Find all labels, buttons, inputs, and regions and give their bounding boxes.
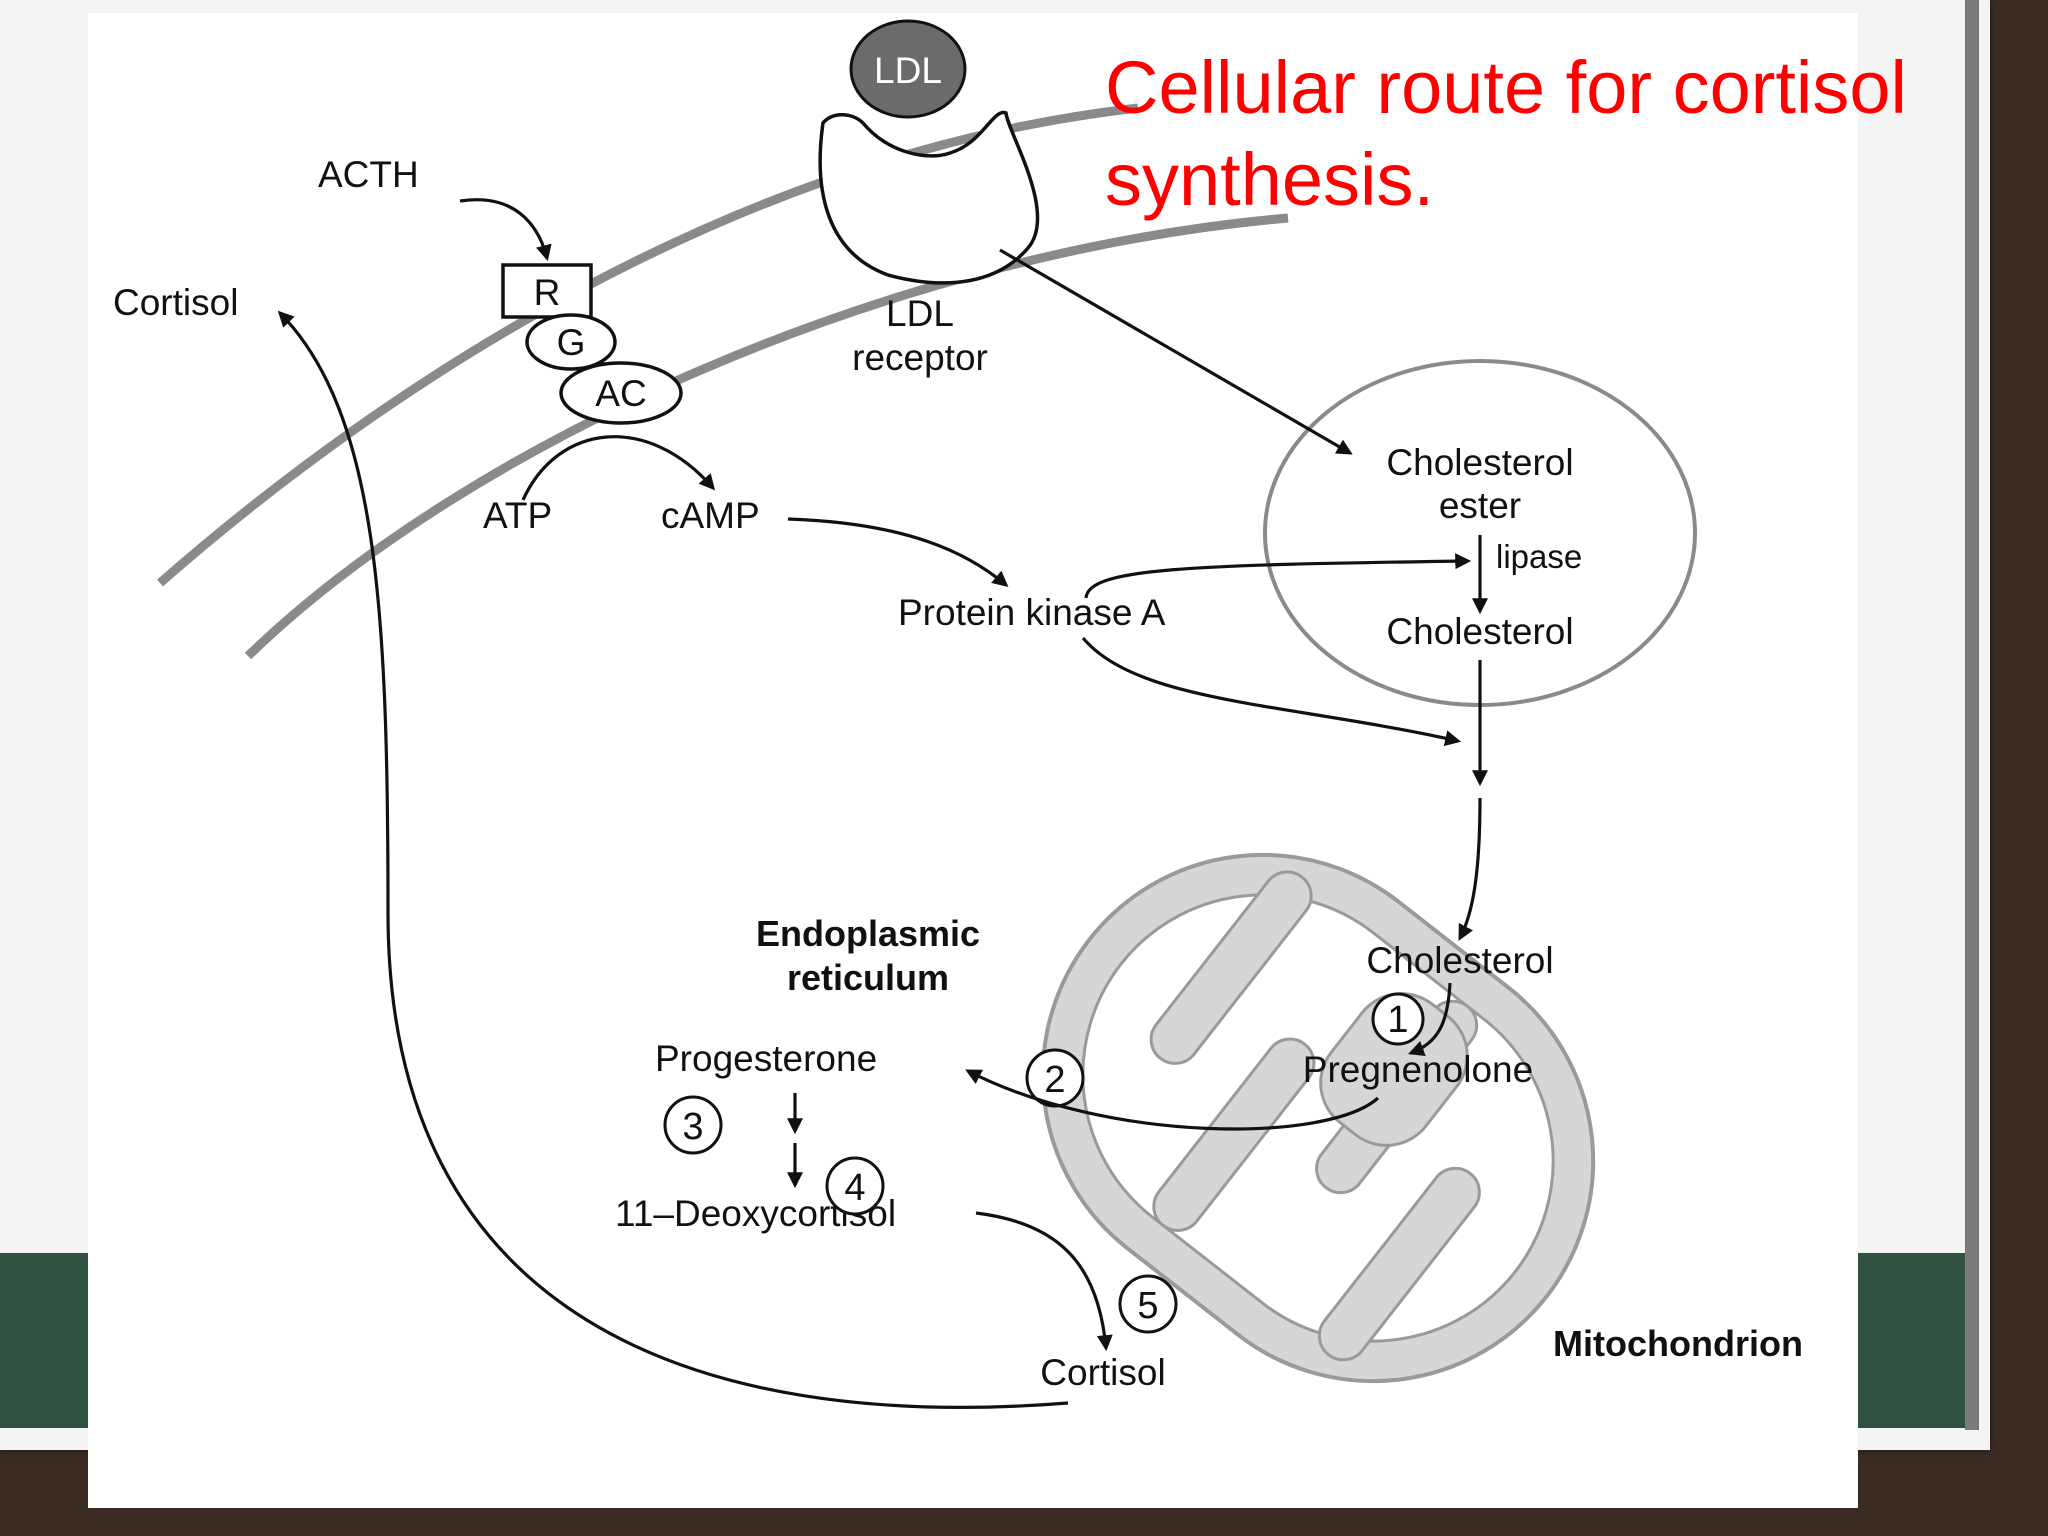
lipid-droplet	[1263, 359, 1697, 707]
ldl-particle	[849, 19, 967, 119]
arrow-step2-pregnenolone-to-progesterone	[965, 1069, 1380, 1131]
g-protein	[525, 313, 617, 371]
pregnenolone-label: Pregnenolone	[1303, 1049, 1533, 1090]
mitochondrion	[1040, 852, 1596, 1384]
step-2-number: 2	[1044, 1059, 1065, 1101]
step-5-number: 5	[1137, 1285, 1158, 1327]
step-4-circle	[825, 1156, 885, 1216]
cell-membrane-inner	[244, 213, 1289, 660]
slide-title: Cellular route for cortisol synthesis.	[1105, 46, 1907, 221]
adenylate-cyclase	[559, 361, 683, 425]
acth-receptor-box	[501, 263, 593, 319]
ldl-receptor-shape	[818, 110, 1040, 285]
arrow-pka-to-transport	[1081, 636, 1462, 747]
ldl-receptor-label-line2: receptor	[852, 337, 988, 378]
step-3-circle	[663, 1095, 723, 1155]
cholesterol-ester-label-line1: Cholesterol	[1386, 442, 1573, 483]
step-1-number: 1	[1387, 999, 1408, 1041]
cholesterol-ester-label-line2: ester	[1439, 485, 1521, 526]
slide-card-edge	[1965, 0, 1979, 1430]
arrow-camp-to-pka	[787, 517, 1009, 588]
step-4-number: 4	[844, 1167, 865, 1209]
acth-label: ACTH	[318, 154, 419, 195]
cortisol-secreted-label: Cortisol	[113, 282, 238, 323]
acth-receptor-label: R	[534, 272, 561, 313]
er-label-line2: reticulum	[787, 957, 949, 998]
arrow-cortisol-secretion	[277, 310, 1069, 1409]
step-1-circle	[1371, 992, 1425, 1046]
arrow-acth-to-receptor	[459, 198, 552, 262]
ldl-receptor-label-line1: LDL	[886, 293, 954, 334]
adenylate-cyclase-label: AC	[595, 373, 646, 414]
protein-kinase-a-label: Protein kinase A	[898, 592, 1166, 633]
ldl-particle-label: LDL	[874, 50, 942, 91]
cholesterol-droplet-label: Cholesterol	[1386, 611, 1573, 652]
step-3-number: 3	[682, 1106, 703, 1148]
diagram-panel: LDL R G AC ACTH Cortisol LDL receptor AT…	[88, 13, 1858, 1508]
step-5-circle	[1118, 1274, 1178, 1334]
g-protein-label: G	[557, 322, 586, 363]
er-label-line1: Endoplasmic	[756, 913, 980, 954]
cortisol-mito-label: Cortisol	[1040, 1352, 1165, 1393]
lipase-label: lipase	[1496, 538, 1582, 575]
progesterone-label: Progesterone	[655, 1038, 877, 1079]
arrow-cytosol-to-mito-cholesterol	[1458, 797, 1482, 941]
arrow-ldl-to-cholesterol-ester	[999, 248, 1353, 455]
camp-label: cAMP	[661, 495, 760, 536]
mitochondrion-label: Mitochondrion	[1553, 1323, 1803, 1364]
atp-label: ATP	[483, 495, 552, 536]
cortisol-pathway-diagram: LDL R G AC ACTH Cortisol LDL receptor AT…	[113, 19, 1803, 1409]
arrow-step1-cholesterol-to-pregnenolone	[1407, 982, 1452, 1057]
arrow-atp-to-camp	[521, 435, 716, 501]
cholesterol-mito-label: Cholesterol	[1366, 940, 1553, 981]
arrow-pka-to-lipase	[1084, 553, 1472, 599]
arrow-step5-deoxycortisol-to-cortisol	[975, 1211, 1113, 1352]
